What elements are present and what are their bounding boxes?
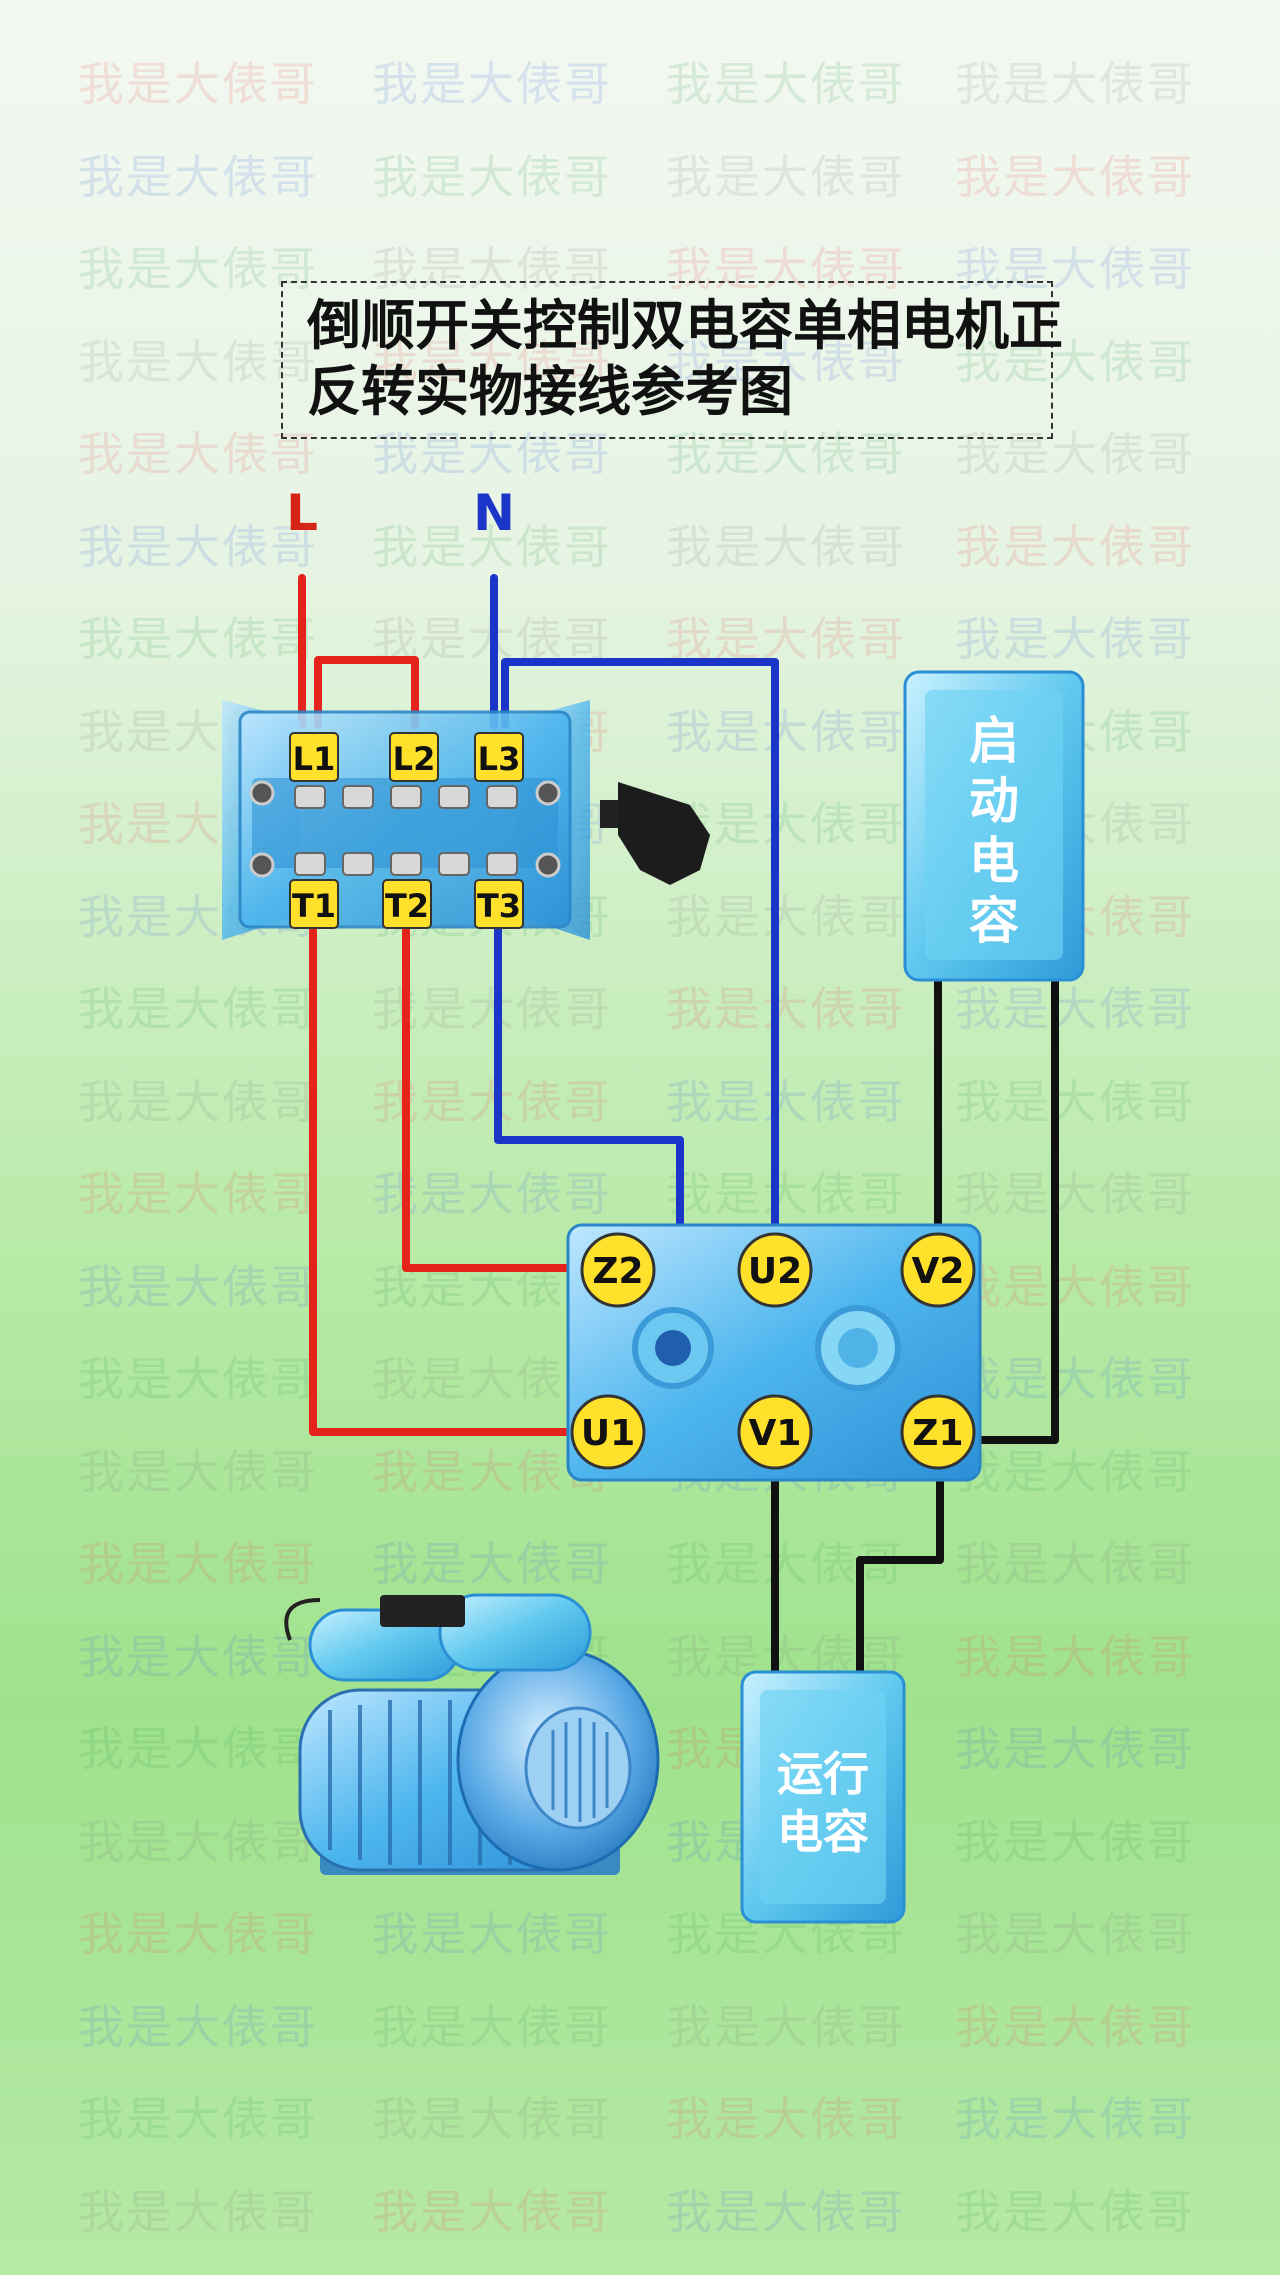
wire-startcap-to-z1 <box>966 976 1059 1444</box>
start-capacitor-char-2: 动 <box>969 772 1019 830</box>
switch-terminal-l1: L1 <box>293 740 336 778</box>
motor-terminal-block: Z2 U2 V2 U1 V1 Z1 <box>566 1223 982 1482</box>
power-label-l: L <box>286 484 318 542</box>
motor-terminal-u2: U2 <box>748 1251 802 1292</box>
title-box: 倒顺开关控制双电容单相电机正 反转实物接线参考图 <box>281 281 1063 439</box>
wire-t1-to-u1 <box>309 926 589 1436</box>
motor-terminal-v2: V2 <box>912 1251 965 1292</box>
switch-terminal-t3: T3 <box>477 887 521 925</box>
screw-icon <box>535 852 561 878</box>
wire-z1-to-runcap <box>856 1466 944 1684</box>
title-line-2: 反转实物接线参考图 <box>307 360 793 423</box>
wire-l3-to-u2 <box>501 658 779 1246</box>
motor-terminal-z1: Z1 <box>912 1413 963 1454</box>
start-capacitor-char-3: 电 <box>969 832 1019 890</box>
switch-terminal-l2: L2 <box>393 740 436 778</box>
motor-illustration <box>284 1593 660 1875</box>
start-capacitor: 启 动 电 容 <box>903 670 1085 982</box>
switch-terminal-t1: T1 <box>292 887 336 925</box>
motor-terminal-z2: Z2 <box>592 1251 643 1292</box>
run-capacitor-line-1: 运行 <box>777 1747 869 1801</box>
wire-l1-to-l2-bridge <box>314 656 419 729</box>
screw-icon <box>249 852 275 878</box>
screw-icon <box>249 780 275 806</box>
start-capacitor-char-1: 启 <box>969 712 1019 770</box>
motor-terminal-v1: V1 <box>749 1413 802 1454</box>
run-capacitor: 运行 电容 <box>740 1670 906 1924</box>
power-label-n: N <box>473 484 515 542</box>
switch-handle <box>600 782 710 885</box>
switch-terminal-l3: L3 <box>478 740 521 778</box>
start-capacitor-char-4: 容 <box>969 892 1019 950</box>
run-capacitor-line-2: 电容 <box>777 1805 869 1859</box>
title-line-1: 倒顺开关控制双电容单相电机正 <box>307 294 1063 357</box>
motor-terminal-u1: U1 <box>581 1413 635 1454</box>
wire-t2-to-z2 <box>402 926 589 1272</box>
screw-icon <box>535 780 561 806</box>
switch-terminal-t2: T2 <box>385 887 429 925</box>
reversing-switch: L1 L2 L3 T1 T2 T3 <box>222 700 710 940</box>
